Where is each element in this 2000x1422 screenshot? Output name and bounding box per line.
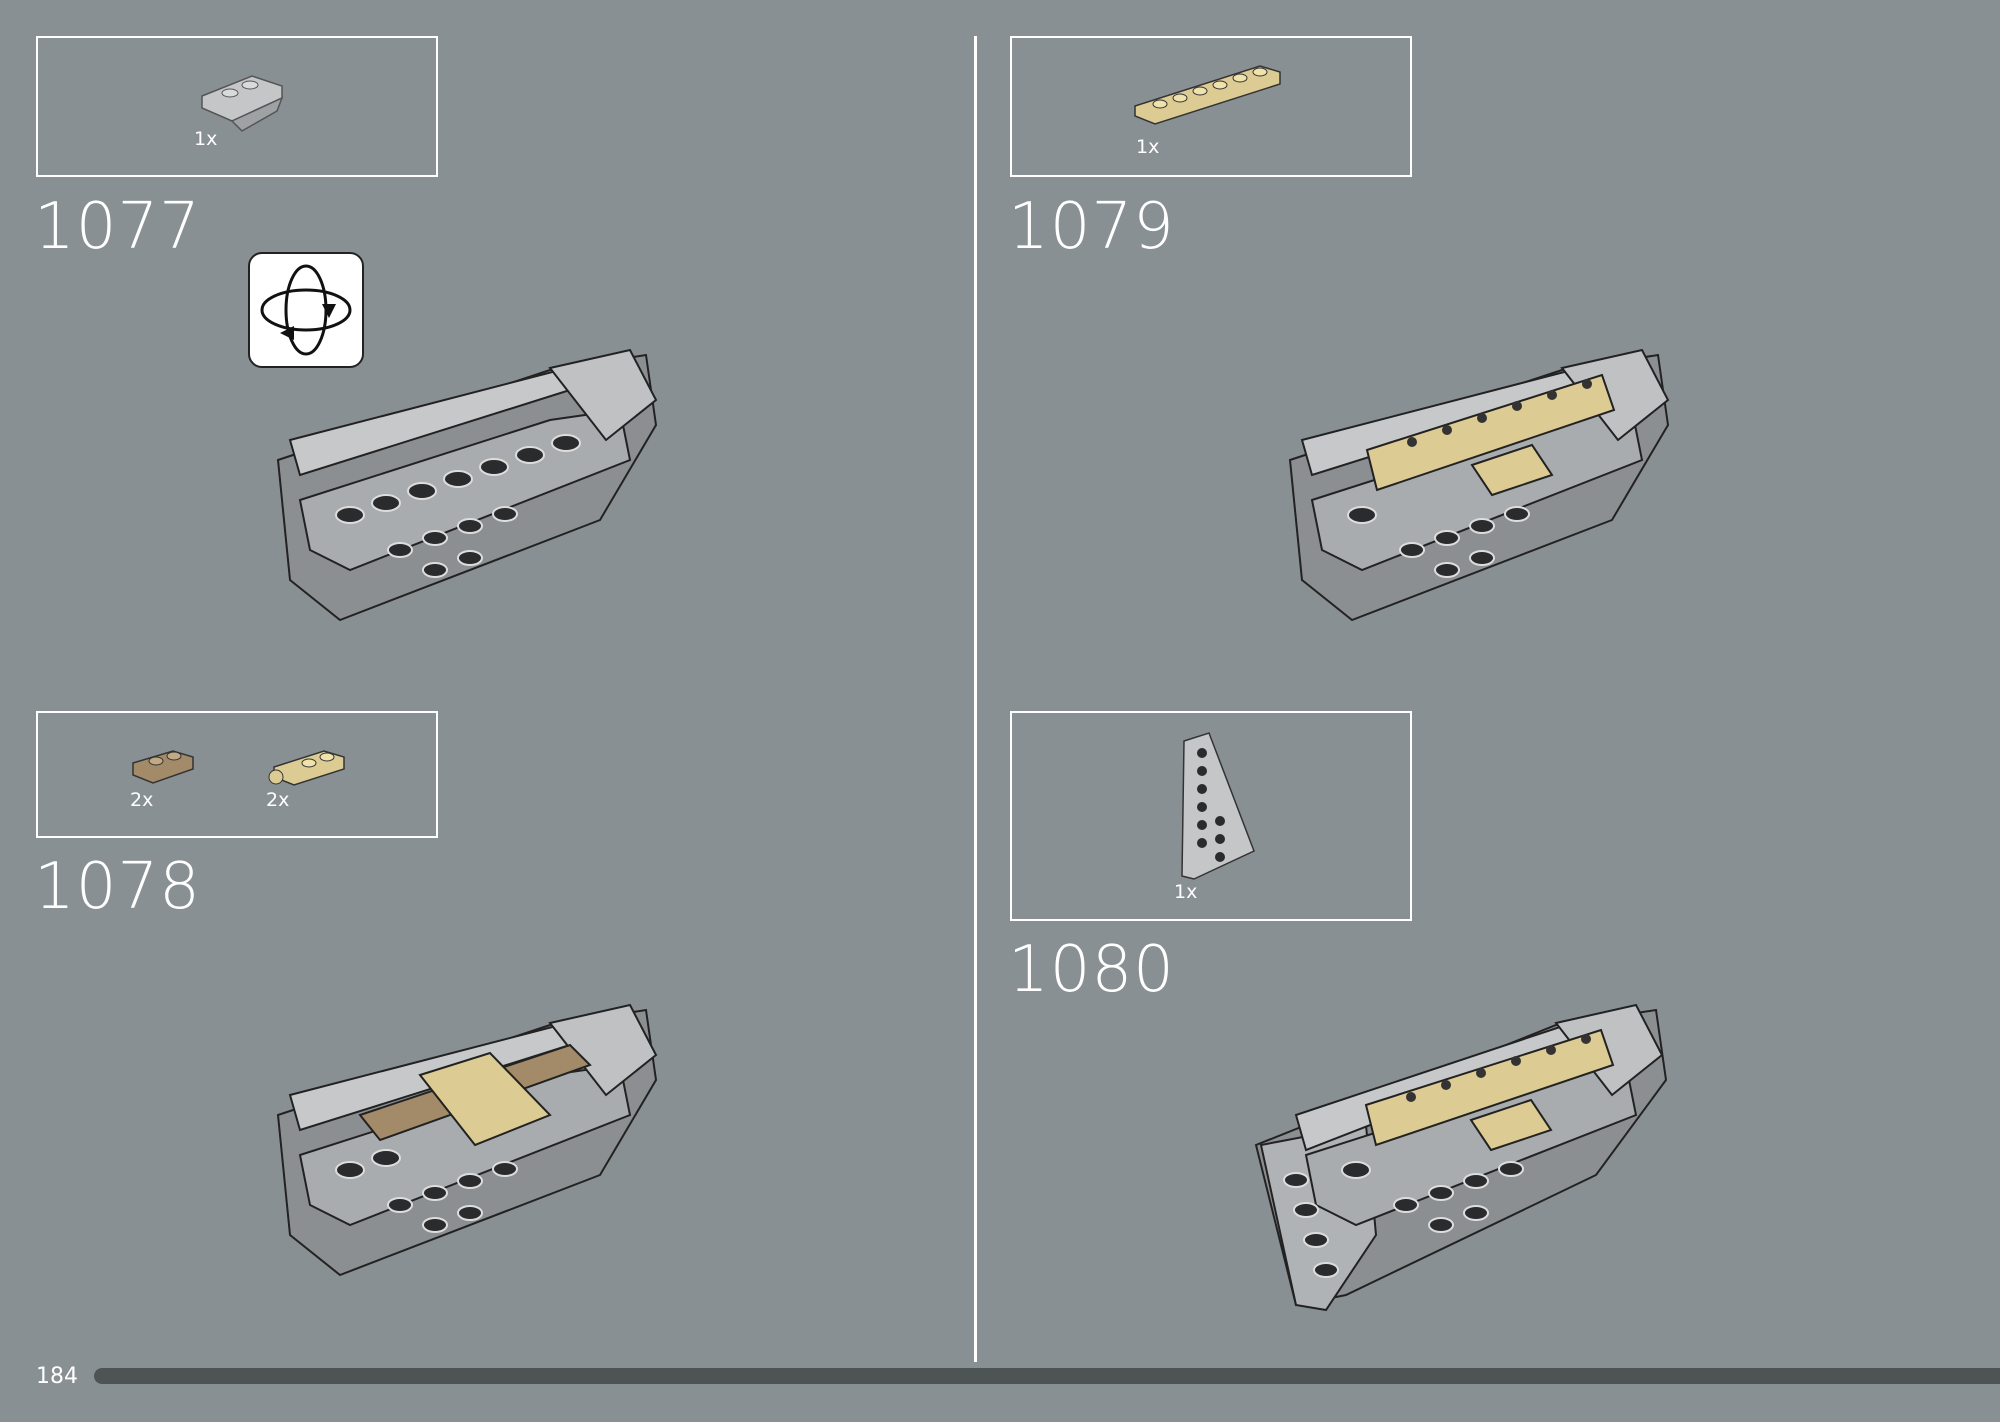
- parts-callout-1080: 1x: [1010, 711, 1412, 921]
- rotate-arrows-icon: [260, 264, 352, 356]
- part-quantity: 1x: [1136, 136, 1160, 158]
- model-step-1078: [276, 1003, 658, 1277]
- part-quantity: 1x: [194, 128, 218, 150]
- parts-callout-1079: 1x: [1010, 36, 1412, 177]
- model-step-1079: [1288, 348, 1670, 622]
- dark-tan-plate-part-icon: [132, 750, 194, 784]
- step-number: 1080: [1008, 933, 1175, 1007]
- step-number: 1078: [34, 850, 201, 924]
- rotate-model-icon: [248, 252, 364, 368]
- part-quantity: 2x: [130, 789, 154, 811]
- wedge-plate-part-icon: [1181, 732, 1255, 880]
- step-number: 1077: [34, 190, 201, 264]
- parts-callout-1077: 1x: [36, 36, 438, 177]
- tan-hinge-plate-part-icon: [268, 750, 345, 786]
- model-step-1080: [1254, 1003, 1668, 1312]
- page-divider: [974, 36, 977, 1362]
- part-quantity: 1x: [1174, 881, 1198, 903]
- step-number: 1079: [1008, 190, 1175, 264]
- parts-callout-1078: 2x 2x: [36, 711, 438, 838]
- page-number: 184: [36, 1364, 78, 1389]
- inverted-slope-part-icon: [201, 75, 284, 132]
- model-step-1077: [276, 348, 658, 622]
- tan-plate-1x6-part-icon: [1134, 65, 1281, 125]
- progress-bar: [94, 1368, 2000, 1384]
- part-quantity: 2x: [266, 789, 290, 811]
